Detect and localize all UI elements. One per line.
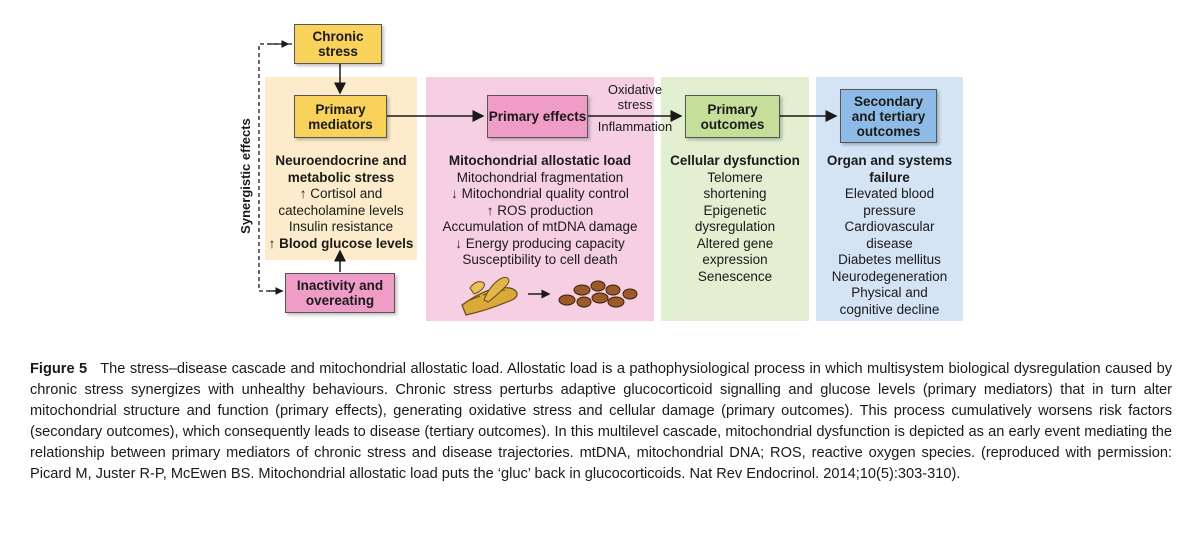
col3-line: expression bbox=[702, 252, 768, 267]
col1-heading: Neuroendocrine and metabolic stress bbox=[275, 153, 407, 185]
primary-outcomes-box: Primary outcomes bbox=[685, 95, 780, 138]
col4-line: Diabetes mellitus bbox=[838, 252, 941, 267]
col3-line: shortening bbox=[703, 186, 767, 201]
col1-line-bold: ↑ Blood glucose levels bbox=[268, 235, 414, 251]
secondary-tertiary-box: Secondary and tertiary outcomes bbox=[840, 89, 937, 143]
col3-line: Altered gene bbox=[696, 235, 774, 251]
col4-line: Elevated blood bbox=[844, 186, 935, 201]
col4-line: cognitive decline bbox=[839, 301, 940, 317]
mitochondria-network-illustration bbox=[461, 277, 518, 316]
col4-line: Cardiovascular bbox=[844, 219, 935, 234]
col2-line: ↑ ROS production bbox=[486, 202, 594, 218]
col2-heading: Mitochondrial allostatic load bbox=[448, 153, 632, 168]
col4-line: Neurodegeneration bbox=[831, 268, 948, 284]
column-organ: Organ and systems failure Elevated blood… bbox=[816, 153, 963, 318]
col3-line: dysregulation bbox=[694, 219, 776, 234]
col4-line: Physical and bbox=[851, 285, 928, 300]
column-mitochondrial: Mitochondrial allostatic load Mitochondr… bbox=[426, 153, 654, 269]
synergistic-effects-label: Synergistic effects bbox=[238, 118, 253, 234]
col3-line: Epigenetic bbox=[703, 202, 767, 218]
col1-line: Insulin resistance bbox=[288, 219, 394, 234]
col3-line: Telomere bbox=[707, 169, 763, 185]
inflammation-label: Inflammation bbox=[597, 119, 673, 134]
caption-text: The stress–disease cascade and mitochond… bbox=[30, 361, 1172, 482]
column-cellular: Cellular dysfunction Telomere shortening… bbox=[661, 153, 809, 285]
figure-caption: Figure 5 The stress–disease cascade and … bbox=[30, 359, 1172, 485]
column-neuroendocrine: Neuroendocrine and metabolic stress ↑ Co… bbox=[265, 153, 417, 252]
col3-heading: Cellular dysfunction bbox=[670, 153, 800, 168]
col2-line: ↓ Energy producing capacity bbox=[455, 235, 625, 251]
col4-line: pressure bbox=[863, 202, 916, 218]
primary-effects-box: Primary effects bbox=[487, 95, 588, 138]
col2-line: Susceptibility to cell death bbox=[462, 252, 618, 267]
oxidative-stress-label: Oxidative stress bbox=[607, 82, 663, 112]
primary-mediators-box: Primary mediators bbox=[294, 95, 387, 138]
col1-line: ↑ Cortisol and bbox=[299, 186, 383, 201]
col2-line: ↓ Mitochondrial quality control bbox=[451, 186, 629, 201]
chronic-stress-box: Chronic stress bbox=[294, 24, 382, 64]
col3-line: Senescence bbox=[697, 268, 773, 284]
col2-line: Accumulation of mtDNA damage bbox=[442, 219, 638, 234]
col1-line: catecholamine levels bbox=[278, 202, 404, 218]
col4-heading: Organ and systems failure bbox=[826, 153, 953, 185]
fragmented-mitochondria-illustration bbox=[558, 280, 638, 308]
col2-line: Mitochondrial fragmentation bbox=[456, 169, 624, 185]
col4-line: disease bbox=[866, 235, 913, 251]
inactivity-box: Inactivity and overeating bbox=[285, 273, 395, 313]
figure-label: Figure 5 bbox=[30, 361, 88, 377]
